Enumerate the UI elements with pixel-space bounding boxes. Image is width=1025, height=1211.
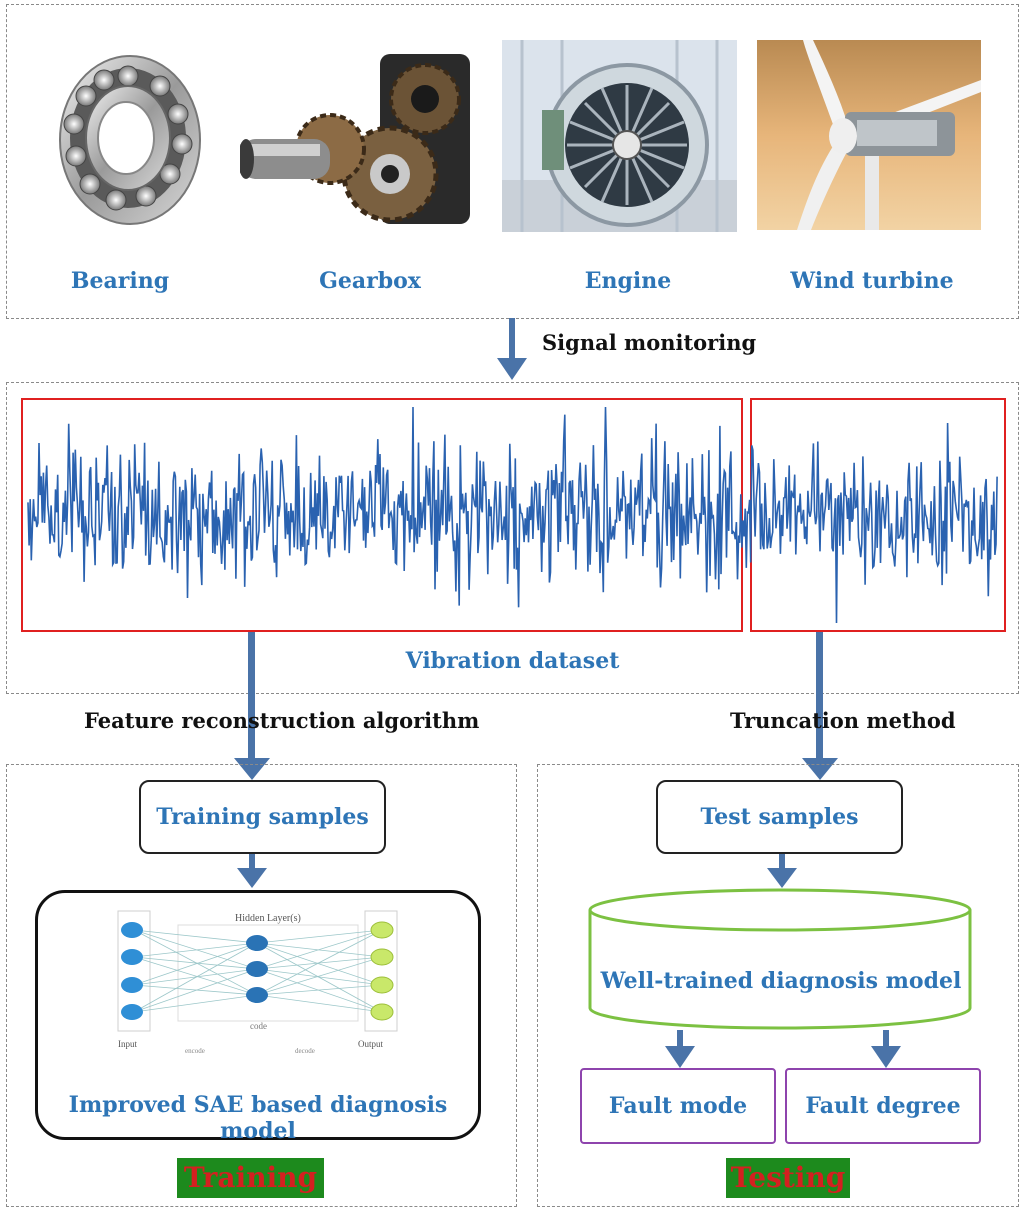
sae-network-diagram: Hidden Layer(s) code Input Output encode… bbox=[117, 910, 398, 1055]
signal-monitoring-arrow bbox=[497, 318, 527, 380]
testing-tag: Testing bbox=[726, 1158, 850, 1198]
test-samples-box: Test samples bbox=[656, 780, 903, 854]
sae-model-box bbox=[35, 890, 481, 1140]
fault-degree-box: Fault degree bbox=[785, 1068, 981, 1144]
input-label: Input bbox=[118, 1039, 137, 1049]
gearbox-label: Gearbox bbox=[319, 268, 421, 294]
feature-reconstruction-label: Feature reconstruction algorithm bbox=[84, 708, 480, 733]
test-samples-label: Test samples bbox=[700, 804, 859, 830]
well-trained-model-label: Well-trained diagnosis model bbox=[600, 968, 962, 994]
engine-image bbox=[502, 40, 737, 232]
fault-mode-label: Fault mode bbox=[608, 1093, 748, 1119]
training-path-arrow bbox=[234, 632, 270, 780]
vibration-dataset-label: Vibration dataset bbox=[405, 648, 620, 674]
hidden-layer-label: Hidden Layer(s) bbox=[235, 913, 301, 924]
training-samples-arrow bbox=[237, 854, 267, 888]
signal-monitoring-label: Signal monitoring bbox=[542, 330, 757, 355]
vibration-signal bbox=[27, 406, 998, 624]
encode-label: encode bbox=[185, 1047, 205, 1055]
fault-mode-box: Fault mode bbox=[580, 1068, 776, 1144]
testing-panel bbox=[537, 764, 1019, 1207]
test-samples-arrow bbox=[767, 854, 797, 888]
wind-turbine-image bbox=[757, 40, 981, 230]
bearing-label: Bearing bbox=[70, 268, 170, 294]
fault-mode-arrow bbox=[665, 1030, 695, 1068]
gearbox-image bbox=[240, 44, 478, 230]
fault-degree-arrow bbox=[871, 1030, 901, 1068]
training-samples-label: Training samples bbox=[156, 804, 369, 830]
testing-path-arrow bbox=[802, 632, 838, 780]
decode-label: decode bbox=[295, 1047, 315, 1055]
well-trained-model-cylinder bbox=[588, 888, 972, 1030]
training-tag: Training bbox=[177, 1158, 324, 1198]
truncation-method-label: Truncation method bbox=[730, 708, 956, 733]
signal-panel bbox=[6, 382, 1019, 694]
sae-model-label: Improved SAE based diagnosis model bbox=[68, 1092, 448, 1144]
engine-label: Engine bbox=[584, 268, 672, 294]
wind-turbine-label: Wind turbine bbox=[790, 268, 954, 294]
training-panel bbox=[6, 764, 517, 1207]
fault-degree-label: Fault degree bbox=[805, 1093, 961, 1119]
output-label: Output bbox=[358, 1039, 384, 1049]
code-label: code bbox=[250, 1021, 267, 1031]
bearing-image bbox=[40, 40, 210, 230]
training-samples-box: Training samples bbox=[139, 780, 386, 854]
